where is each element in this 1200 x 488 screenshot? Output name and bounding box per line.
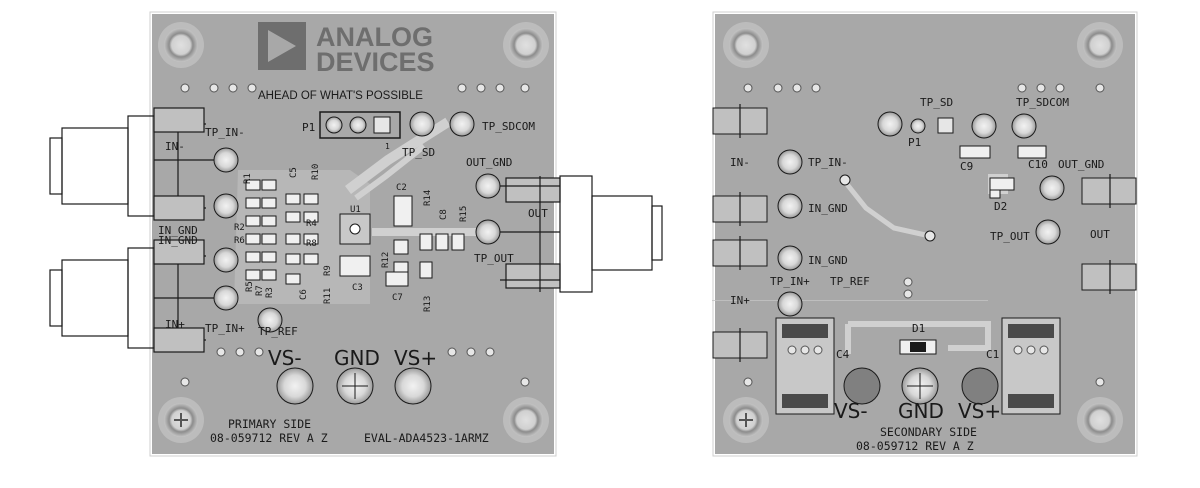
header-p1-back — [910, 117, 954, 134]
refdes-r14: R14 — [423, 190, 433, 206]
label-board-name: EVAL-ADA4523-1ARMZ — [364, 431, 489, 445]
refdes-c3: C3 — [352, 283, 363, 293]
label-secondary-side: SECONDARY SIDE — [880, 425, 977, 439]
label-tp-in-minus-back: TP_IN- — [808, 156, 848, 169]
label-tp-out: TP_OUT — [474, 252, 514, 265]
refdes-r7: R7 — [255, 285, 265, 296]
ic-u1 — [339, 213, 371, 245]
label-tp-sdcom-back: TP_SDCOM — [1016, 96, 1069, 109]
primary-board: ANALOG DEVICES AHEAD OF WHAT'S POSSIBLE — [49, 11, 663, 457]
label-primary-rev: 08-059712 REV A Z — [210, 431, 328, 445]
label-in-gnd-top-back: IN_GND — [808, 202, 848, 215]
label-vs-minus-back: VS- — [834, 399, 868, 423]
smd-component — [245, 179, 465, 287]
label-tp-ref-back: TP_REF — [830, 275, 870, 288]
analog-devices-logo: ANALOG DEVICES AHEAD OF WHAT'S POSSIBLE — [258, 22, 435, 102]
refdes-c6: C6 — [299, 289, 309, 300]
refdes-c8: C8 — [439, 209, 449, 220]
label-tp-sd-back: TP_SD — [920, 96, 953, 109]
refdes-group: R1 C5 R10 R2 R4 R6 R8 U1 C2 R14 C8 R15 R… — [234, 164, 469, 312]
label-out-gnd: OUT_GND — [466, 156, 512, 169]
sma-connector-in-minus — [49, 107, 214, 221]
label-vs-plus-back: VS+ — [958, 399, 1001, 423]
refdes-c7: C7 — [392, 293, 403, 303]
power-post — [843, 367, 999, 405]
label-d2: D2 — [994, 200, 1007, 213]
label-in-plus-back: IN+ — [730, 294, 750, 307]
label-p1-back: P1 — [908, 136, 921, 149]
label-tp-in-minus: TP_IN- — [205, 126, 245, 139]
mounting-hole — [158, 22, 549, 443]
brand-tagline: AHEAD OF WHAT'S POSSIBLE — [258, 90, 423, 102]
label-in-plus: IN+ — [165, 318, 185, 331]
via-row — [743, 83, 1105, 387]
label-pin1: 1 — [385, 142, 390, 151]
label-tp-in-plus-back: TP_IN+ — [770, 275, 810, 288]
capacitor-c4 — [775, 317, 835, 415]
label-in-minus: IN- — [165, 140, 185, 153]
label-in-gnd-bottom-back: IN_GND — [808, 254, 848, 267]
mounting-hole — [723, 22, 1123, 443]
label-tp-ref: TP_REF — [258, 325, 298, 338]
smd-component — [959, 145, 1047, 199]
label-primary-side: PRIMARY SIDE — [228, 417, 311, 431]
refdes-u1: U1 — [350, 205, 361, 215]
test-point — [213, 111, 501, 333]
refdes-r2: R2 — [234, 223, 245, 233]
refdes-r5: R5 — [245, 281, 255, 292]
brand-line1: ANALOG — [316, 22, 433, 52]
header-p1 — [319, 111, 401, 139]
sma-connector-out — [496, 175, 663, 293]
label-gnd: GND — [334, 346, 380, 370]
test-point — [777, 111, 1065, 317]
capacitor-c1 — [1001, 317, 1061, 415]
refdes-r10: R10 — [311, 164, 321, 180]
label-tp-sd: TP_SD — [402, 146, 435, 159]
label-c1: C1 — [986, 348, 999, 361]
label-out: OUT — [528, 207, 548, 220]
via-row — [180, 83, 530, 387]
diode-d1 — [899, 339, 937, 355]
label-c9: C9 — [960, 160, 973, 173]
label-tp-sdcom: TP_SDCOM — [482, 120, 535, 133]
label-d1: D1 — [912, 322, 925, 335]
refdes-r8: R8 — [306, 239, 317, 249]
label-vs-minus: VS- — [268, 346, 302, 370]
trace — [840, 176, 931, 239]
refdes-c5: C5 — [289, 167, 299, 178]
refdes-r15: R15 — [459, 206, 469, 222]
secondary-board: TP_SD TP_SDCOM P1 C9 C10 OUT_GND D2 TP_O… — [712, 11, 1138, 457]
trace — [845, 321, 991, 354]
sma-connector-in-plus — [49, 239, 214, 353]
label-in-gnd-top: IN_GND — [158, 224, 198, 237]
refdes-r1: R1 — [243, 173, 253, 184]
trace-tp-sd — [354, 143, 426, 201]
refdes-r3: R3 — [265, 287, 275, 298]
refdes-r11: R11 — [323, 288, 333, 304]
label-vs-plus: VS+ — [394, 346, 437, 370]
label-p1: P1 — [302, 121, 315, 134]
refdes-r9: R9 — [323, 265, 333, 276]
brand-line2: DEVICES — [316, 47, 435, 77]
refdes-r12: R12 — [381, 252, 391, 268]
label-in-gnd-bottom: IN_GND — [158, 234, 198, 247]
power-post — [276, 367, 432, 405]
label-c4: C4 — [836, 348, 850, 361]
label-in-minus-back: IN- — [730, 156, 750, 169]
label-secondary-rev: 08-059712 REV A Z — [856, 439, 974, 453]
label-out-gnd-back: OUT_GND — [1058, 158, 1104, 171]
refdes-r13: R13 — [423, 296, 433, 312]
refdes-c2: C2 — [396, 183, 407, 193]
refdes-r4: R4 — [306, 219, 317, 229]
label-out-back: OUT — [1090, 228, 1110, 241]
label-tp-out-back: TP_OUT — [990, 230, 1030, 243]
refdes-r6: R6 — [234, 236, 245, 246]
label-c10: C10 — [1028, 158, 1048, 171]
label-tp-in-plus: TP_IN+ — [205, 322, 245, 335]
label-gnd-back: GND — [898, 399, 944, 423]
